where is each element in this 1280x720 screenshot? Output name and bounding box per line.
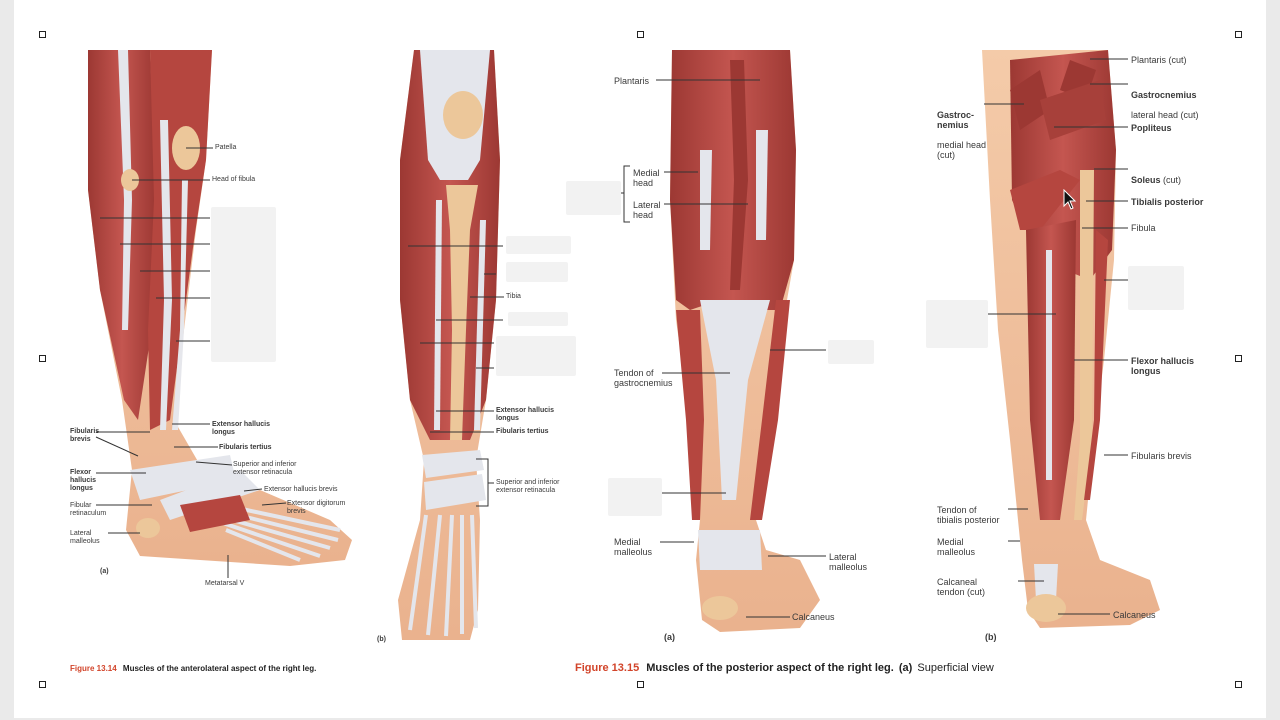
label-plantaris-cut: Plantaris (cut) [1131,55,1187,65]
leader-lines [95,58,1128,618]
label-medial-malleolus-a: Medial malleolus [614,537,653,557]
panel-tag-14b: (b) [377,636,386,643]
label-calcaneus-b: Calcaneus [1113,610,1156,620]
fig14-a-leg [88,50,352,566]
resize-handle-top-center[interactable] [637,31,644,38]
label-fibularis-brevis-15b: Fibularis brevis [1131,451,1192,461]
fig15-a-leg [670,50,820,632]
label-soleus-cut: Soleus (cut) [1131,165,1181,185]
label-extensor-hallucis-longus-a: Extensor hallucis longus [212,421,270,436]
label-medial-malleolus-b: Medial malleolus [937,537,976,557]
resize-handle-bottom-right[interactable] [1235,681,1242,688]
caption-part: (a) [898,662,913,674]
label-fibularis-tertius-a: Fibularis tertius [219,444,272,451]
label-tendon-of-gastrocnemius: Tendon of gastrocnemius [614,368,673,388]
caption-number: Figure 13.15 [575,662,640,674]
resize-handle-bottom-left[interactable] [39,681,46,688]
resize-handle-middle-right[interactable] [1235,355,1242,362]
hidden-label-box [506,262,568,282]
label-flexor-hallucis-longus-15b: Flexor hallucis longus [1131,356,1195,376]
label-gastrocnemius-lateral: Gastrocnemius lateral head (cut) [1131,80,1199,130]
label-medial-head: Medial head [633,168,660,188]
figure-13-14-caption: Figure 13.14 Muscles of the anterolatera… [70,664,316,673]
label-patella: Patella [215,144,237,151]
resize-handle-top-left[interactable] [39,31,46,38]
label-fibula: Fibula [1131,223,1156,233]
label-fibularis-brevis: Fibularis brevis [70,428,100,443]
panel-tag-14a: (a) [100,568,109,575]
label-soleus-bold: Soleus [1131,175,1161,185]
label-lateral-malleolus-15a: Lateral malleolus [829,552,868,572]
hidden-label-box [211,207,276,362]
hidden-label-box [566,181,621,215]
hidden-label-box [508,312,568,326]
label-lateral-head: Lateral head [633,200,661,220]
panel-tag-15b: (b) [985,632,997,642]
label-calcaneal-tendon-cut: Calcaneal tendon (cut) [937,577,986,597]
label-flexor-hallucis-longus-a: Flexor hallucis longus [70,469,97,492]
resize-handle-top-right[interactable] [1235,31,1242,38]
label-soleus-rest: (cut) [1160,175,1182,185]
label-gastrocnemius-lateral-rest: lateral head (cut) [1131,110,1199,120]
resize-handle-bottom-center[interactable] [637,681,644,688]
hidden-label-box [1128,266,1184,310]
label-gastrocnemius-medial: Gastroc- nemius medial head (cut) [937,100,986,170]
caption-number: Figure 13.14 [70,664,117,673]
hidden-label-box [506,236,571,254]
label-popliteus: Popliteus [1131,123,1172,133]
caption-title: Muscles of the posterior aspect of the r… [646,662,894,674]
fig14-b-leg [398,50,500,640]
label-tibia: Tibia [506,293,521,300]
hidden-label-box [608,478,662,516]
label-extensor-hallucis-longus-b: Extensor hallucis longus [496,407,554,422]
caption-view: Superficial view [917,662,994,674]
label-calcaneus-a: Calcaneus [792,612,835,622]
fig15-b-leg [982,50,1160,628]
hidden-label-box [828,340,874,364]
label-gastrocnemius-medial-bold: Gastroc- nemius [937,110,975,130]
label-tibialis-posterior: Tibialis posterior [1131,197,1204,207]
label-gastrocnemius-medial-rest: medial head (cut) [937,140,987,160]
label-lateral-malleolus-a: Lateral malleolus [70,530,100,545]
label-retinacula-b: Superior and inferior extensor retinacul… [496,479,560,494]
figure-13-15-caption: Figure 13.15 Muscles of the posterior as… [575,662,994,674]
label-extensor-digitorum-brevis: Extensor digitorum brevis [287,500,346,515]
label-tendon-of-tibialis-posterior: Tendon of tibialis posterior [937,505,1000,525]
label-retinacula-a: Superior and inferior extensor retinacul… [233,461,297,476]
label-extensor-hallucis-brevis: Extensor hallucis brevis [264,486,338,493]
label-fibular-retinaculum: Fibular retinaculum [70,502,107,517]
hidden-label-box [496,336,576,376]
label-plantaris: Plantaris [614,76,650,86]
hidden-label-box [926,300,988,348]
label-metatarsal-v: Metatarsal V [205,580,245,587]
caption-title: Muscles of the anterolateral aspect of t… [122,664,317,673]
label-head-of-fibula: Head of fibula [212,176,256,183]
label-gastrocnemius-lateral-bold: Gastrocnemius [1131,90,1197,100]
label-fibularis-tertius-b: Fibularis tertius [496,428,549,435]
mouse-pointer-icon [1063,189,1077,210]
panel-tag-15a: (a) [664,632,675,642]
resize-handle-middle-left[interactable] [39,355,46,362]
